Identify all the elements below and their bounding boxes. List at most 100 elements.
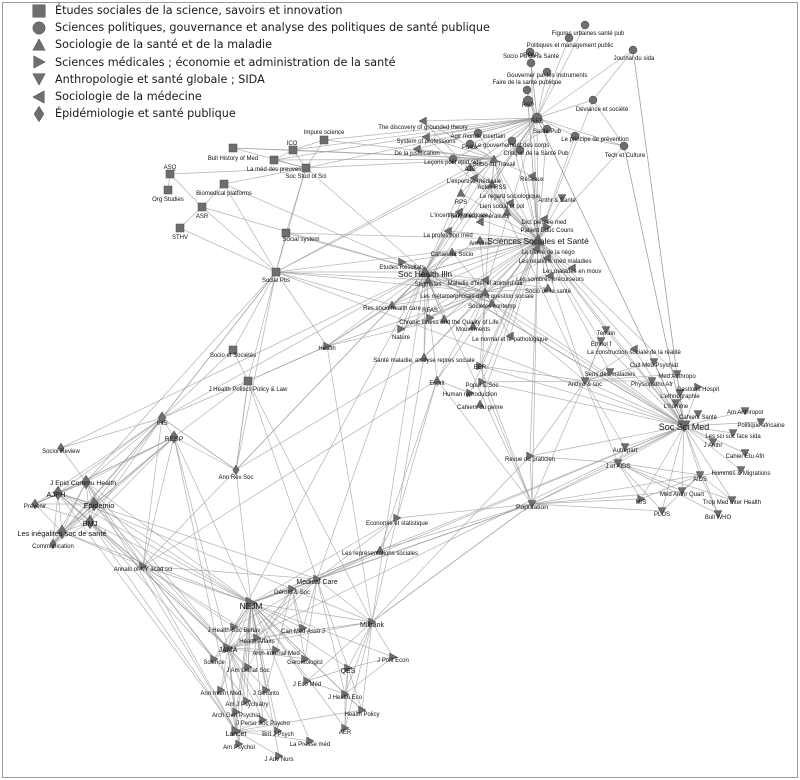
edge (427, 279, 486, 293)
edge (316, 517, 398, 580)
node-label: Social system (282, 237, 319, 243)
triangle-left-icon (539, 214, 548, 224)
edge (323, 117, 538, 141)
triangle-down-icon (736, 466, 746, 475)
node-rfs (531, 112, 543, 124)
edge (493, 158, 539, 241)
node-label: Figures urbaines santé pub (552, 31, 625, 37)
edge (316, 578, 349, 669)
triangle-right-icon (358, 705, 367, 715)
node-stigmates (423, 275, 433, 284)
node-health (323, 341, 332, 351)
node-label: Ethnol f (591, 342, 612, 348)
node-trop-med-inter-health (727, 496, 737, 505)
edge (227, 627, 304, 649)
edge (371, 455, 531, 623)
node-incertitude-medicale (454, 207, 463, 217)
node-annals-ny-acad (139, 561, 148, 571)
triangle-right-icon (478, 377, 487, 387)
node-org-studies (163, 185, 173, 195)
node-j-health-politics (243, 376, 253, 386)
node-principe-prevention (570, 131, 580, 141)
node-j-polit-econ (389, 652, 398, 662)
node-label: Epidemio (84, 501, 115, 510)
edge (142, 436, 175, 567)
node-sombres-precurseurs (545, 271, 554, 281)
node-ajph (53, 485, 63, 501)
node-sante-maladie (419, 352, 429, 361)
edge (379, 517, 398, 551)
circle-icon (465, 139, 475, 149)
edge (52, 417, 163, 545)
triangle-right-icon (275, 751, 284, 761)
node-label: Les relations med maladies (518, 259, 591, 265)
edge (326, 318, 445, 347)
edge (640, 425, 685, 500)
edge (85, 417, 163, 483)
node-asq (165, 169, 175, 179)
triangle-down-icon (620, 443, 630, 452)
triangle-up-icon (475, 235, 485, 244)
edge (247, 271, 277, 382)
edge (142, 379, 438, 567)
legend-item: Sciences médicales ; économie et adminis… (30, 54, 490, 71)
circle-icon (448, 154, 458, 164)
node-esprit (432, 375, 442, 384)
node-j-geronto (262, 685, 271, 695)
edge (52, 436, 175, 545)
node-socio-societes (228, 345, 238, 355)
edge (247, 588, 293, 668)
edge (265, 588, 293, 691)
edge (227, 647, 264, 721)
triangle-left-icon (531, 244, 540, 254)
node-anthro-soc (580, 377, 590, 386)
edge (235, 602, 252, 732)
edge (57, 417, 163, 494)
edge (491, 302, 586, 382)
edge (273, 117, 538, 161)
edge (484, 267, 573, 293)
node-label: J Anthr (704, 443, 723, 449)
node-label: Maladie d'hier et aujourd'hui (448, 281, 523, 287)
triangle-right-icon (210, 654, 219, 664)
edge (173, 380, 249, 438)
node-sociol-review (57, 442, 65, 454)
node-label: Leçons polit epid sida (424, 160, 482, 166)
edge (592, 99, 625, 147)
triangle-down-icon (557, 194, 567, 203)
node-label: Economie et statistique (366, 521, 429, 527)
edge (537, 197, 563, 241)
edge (291, 588, 306, 660)
edge (326, 291, 486, 347)
node-socio-sante (543, 283, 553, 292)
edge (304, 578, 318, 660)
edge (273, 158, 495, 161)
edge (424, 271, 438, 381)
edge (479, 291, 486, 367)
node-population (527, 500, 537, 509)
triangle-down-icon (647, 377, 657, 386)
node-label: Terrain (597, 331, 615, 337)
edge (235, 469, 252, 604)
triangle-down-icon (649, 358, 659, 367)
node-label: J of AIDS (605, 464, 630, 470)
legend-label: Études sociales de la science, savoirs e… (55, 4, 343, 18)
square-icon (281, 228, 291, 238)
node-label: J Am Geriat Soc (226, 668, 269, 674)
triangle-up-icon (387, 300, 397, 309)
node-label: Mouvements (456, 327, 490, 333)
node-label: Santé Pub (533, 129, 562, 135)
node-critique-sante-pub (515, 145, 525, 155)
node-expertise-medicale (469, 173, 478, 183)
node-human-reproduction (466, 388, 475, 398)
node-label: J Epid Commu Health (50, 480, 116, 487)
edge (536, 71, 548, 119)
edge (173, 436, 229, 649)
edge (529, 425, 685, 457)
triangle-right-icon (217, 685, 226, 695)
edge (89, 521, 229, 649)
node-ico (288, 145, 298, 155)
node-popul-soc (478, 377, 487, 387)
edge (161, 271, 426, 419)
triangle-up-icon (439, 314, 449, 323)
